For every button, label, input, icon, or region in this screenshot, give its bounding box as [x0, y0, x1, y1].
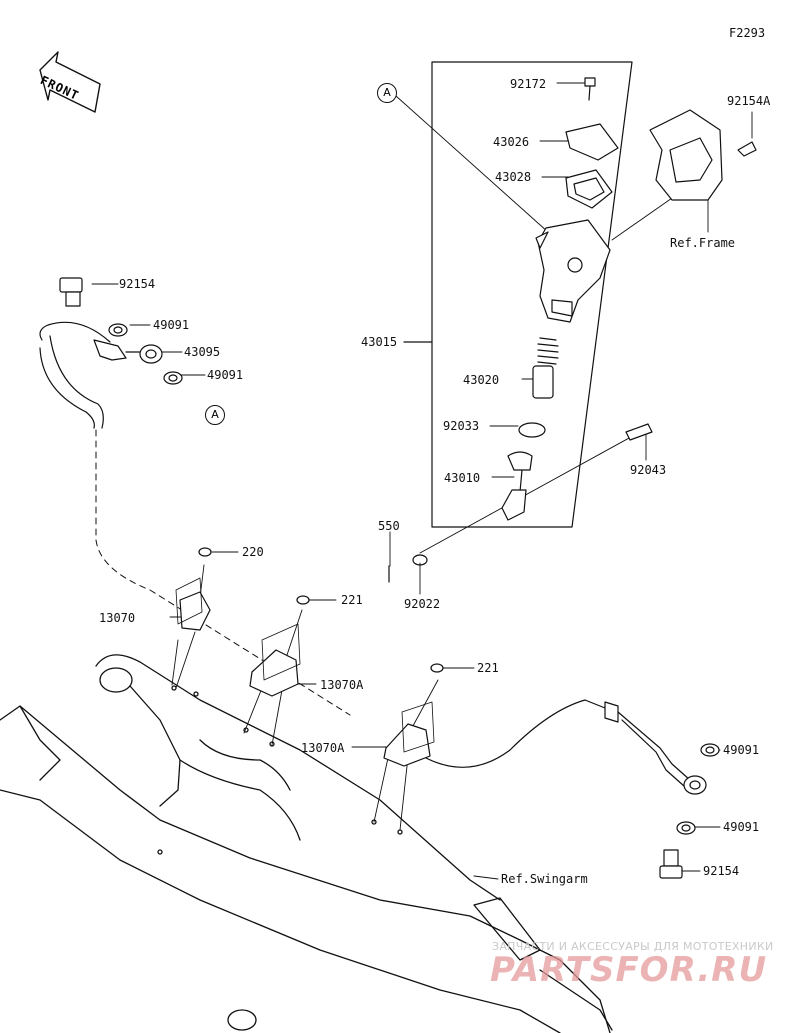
part-label-13070a-a: 13070A: [320, 678, 364, 692]
part-label-220: 220: [242, 545, 264, 559]
part-label-92043: 92043: [630, 463, 667, 477]
part-label-43015: 43015: [361, 335, 398, 349]
part-label-92154-bottom: 92154: [703, 864, 740, 878]
hose-routing-dashed: [95, 429, 351, 716]
part-label-92172: 92172: [510, 77, 547, 91]
part-label-13070a-b: 13070A: [301, 741, 345, 755]
part-label-221-b: 221: [477, 661, 499, 675]
part-label-92022: 92022: [404, 597, 441, 611]
part-label-49091-top-1: 49091: [153, 318, 190, 332]
part-label-92154-top: 92154: [119, 277, 156, 291]
part-label-43020: 43020: [463, 373, 500, 387]
callout-a-hose: A: [205, 405, 225, 425]
part-label-43028: 43028: [495, 170, 532, 184]
part-label-43095: 43095: [184, 345, 221, 359]
brake-hose-upper: [39, 321, 163, 429]
callout-a-top: A: [377, 83, 397, 103]
assembly-bracket: [403, 61, 633, 528]
front-arrow-icon: [39, 51, 101, 113]
part-label-550: 550: [378, 519, 400, 533]
part-label-49091-bottom-2: 49091: [723, 820, 760, 834]
part-label-43010: 43010: [444, 471, 481, 485]
diagram-code: F2293: [729, 26, 766, 40]
watermark-tagline: ЗАПЧАСТИ И АКСЕССУАРЫ ДЛЯ МОТОТЕХНИКИ: [492, 940, 774, 953]
watermark-logo: PARTSFOR.RU: [490, 950, 768, 990]
part-label-92154a: 92154A: [727, 94, 771, 108]
master-cylinder: [388, 77, 757, 583]
part-label-92033: 92033: [443, 419, 480, 433]
part-label-43026: 43026: [493, 135, 530, 149]
ref-swingarm-label: Ref.Swingarm: [501, 872, 588, 886]
brake-hose-lower: [425, 699, 707, 795]
hose-clamps: [175, 547, 444, 767]
part-label-13070: 13070: [99, 611, 136, 625]
part-label-221-a: 221: [341, 593, 363, 607]
ref-frame-label: Ref.Frame: [670, 236, 736, 250]
swingarm: [0, 654, 613, 1033]
part-label-49091-top-2: 49091: [207, 368, 244, 382]
leader-lines: [91, 82, 753, 880]
banjo-bolts-washers: [59, 277, 720, 879]
part-label-49091-bottom-1: 49091: [723, 743, 760, 757]
